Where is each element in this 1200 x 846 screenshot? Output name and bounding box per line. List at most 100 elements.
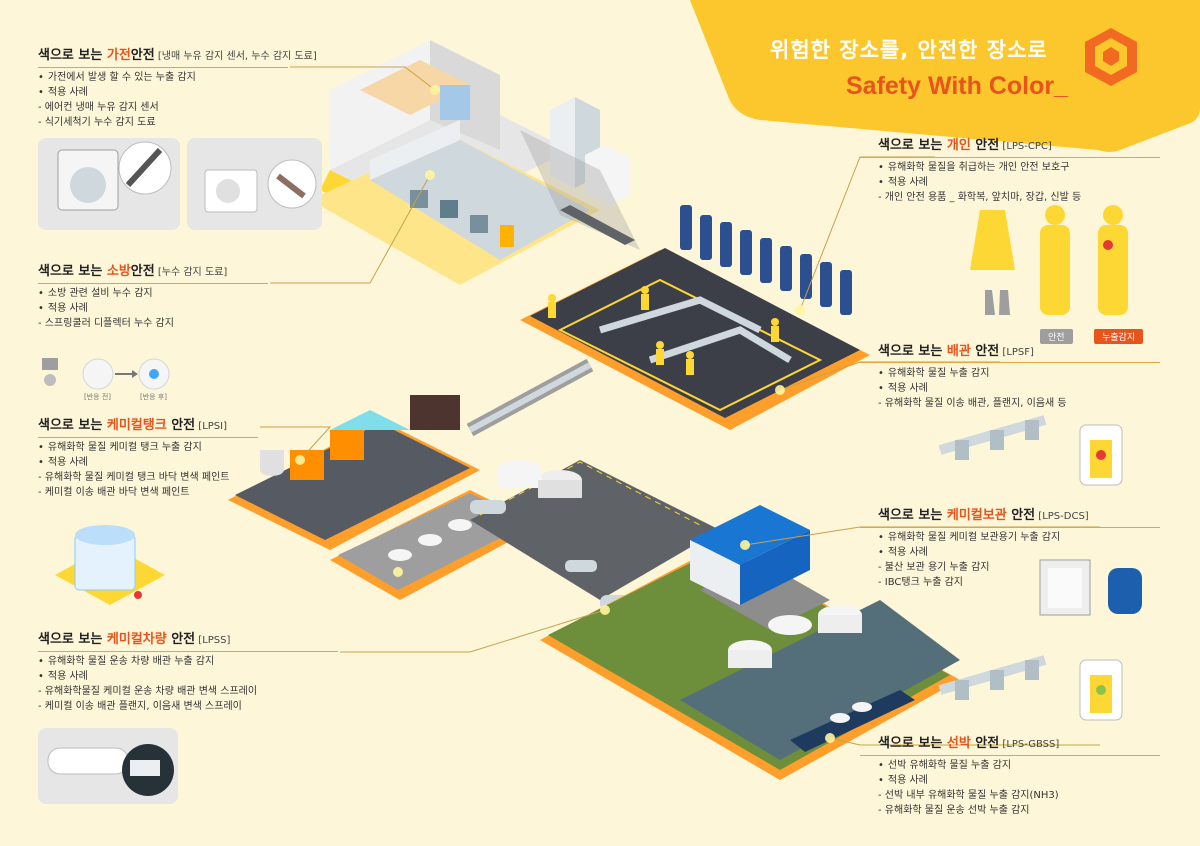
list-item: 유해화학 물질을 취급하는 개인 안전 보호구 xyxy=(878,160,1081,175)
section-title: 색으로 보는 케미컬탱크 안전 [LPSI] xyxy=(38,418,229,434)
title-highlight: 케미컬차량 xyxy=(106,632,167,647)
title-prefix: 색으로 보는 xyxy=(878,736,947,751)
list-item: 개인 안전 용품 _ 화학복, 앞치마, 장갑, 신발 등 xyxy=(878,190,1081,205)
section-underline xyxy=(38,67,288,68)
title-prefix: 색으로 보는 xyxy=(38,418,107,433)
list-item: 적용 사례 xyxy=(878,773,1059,788)
road-middle xyxy=(470,460,720,600)
list-item: 적용 사례 xyxy=(878,545,1089,560)
section-underline xyxy=(860,527,1160,528)
title-highlight: 가전 xyxy=(106,48,131,63)
section-title: 색으로 보는 배관 안전 [LPSF] xyxy=(878,344,1067,360)
section-underline xyxy=(860,755,1160,756)
title-prefix: 색으로 보는 xyxy=(38,632,107,647)
title-suffix: 안전 xyxy=(970,344,1000,359)
section-title: 색으로 보는 선박 안전 [LPS-GBSS] xyxy=(878,736,1059,752)
storage-silos xyxy=(498,460,582,498)
title-suffix: 안전 xyxy=(166,418,196,433)
list-item: 유해화학물질 케미컬 운송 차량 배관 변색 스프레이 xyxy=(38,684,257,699)
title-code: [LPS-DCS] xyxy=(1035,511,1089,522)
section-title: 색으로 보는 소방안전 [누수 감지 도료] xyxy=(38,264,227,280)
title-suffix: 안전 xyxy=(130,48,155,63)
road-1 xyxy=(560,205,635,245)
list-item: 유해화학 물질 누출 감지 xyxy=(878,366,1067,381)
list-item: 적용 사례 xyxy=(878,381,1067,396)
title-highlight: 케미컬보관 xyxy=(946,508,1007,523)
list-item: IBC탱크 누출 감지 xyxy=(878,575,1089,590)
list-item: 유해화학 물질 운송 차량 배관 누출 감지 xyxy=(38,654,257,669)
section-pipe: 색으로 보는 배관 안전 [LPSF] 유해화학 물질 누출 감지 적용 사례 … xyxy=(878,344,1067,411)
section-appliance: 색으로 보는 가전안전 [냉매 누유 감지 센서, 누수 감지 도료] 가전에서… xyxy=(38,48,317,130)
ship-sample-images xyxy=(938,655,1123,721)
title-suffix: 안전 xyxy=(130,264,155,279)
tank-farm xyxy=(228,395,480,550)
list-item: 케미컬 이송 배관 플랜지, 이음새 변색 스프레이 xyxy=(38,699,257,714)
header-subtitle: Safety With Color_ xyxy=(846,72,1069,100)
list-item: 적용 사례 xyxy=(878,175,1081,190)
title-prefix: 색으로 보는 xyxy=(878,138,947,153)
list-item: 소방 관련 설비 누수 감지 xyxy=(38,286,227,301)
section-underline xyxy=(38,437,258,438)
list-item: 적용 사례 xyxy=(38,669,257,684)
company-logo xyxy=(1085,28,1137,86)
title-prefix: 색으로 보는 xyxy=(878,508,947,523)
title-highlight: 선박 xyxy=(946,736,971,751)
header-banner-shape xyxy=(690,0,1200,152)
title-prefix: 색으로 보는 xyxy=(38,48,107,63)
list-item: 선박 내부 유해화학 물질 누출 감지(NH3) xyxy=(878,788,1059,803)
title-code: [누수 감지 도료] xyxy=(154,267,228,278)
factory-floor xyxy=(370,120,590,260)
section-title: 색으로 보는 가전안전 [냉매 누유 감지 센서, 누수 감지 도료] xyxy=(38,48,317,64)
title-code: [LPS-GBSS] xyxy=(999,739,1060,750)
section-title: 색으로 보는 개인 안전 [LPS-CPC] xyxy=(878,138,1081,154)
title-prefix: 색으로 보는 xyxy=(38,264,107,279)
title-suffix: 안전 xyxy=(166,632,196,647)
section-ship: 색으로 보는 선박 안전 [LPS-GBSS] 선박 유해화학 물질 누출 감지… xyxy=(878,736,1059,818)
title-suffix: 안전 xyxy=(1006,508,1036,523)
list-item: 스프링쿨러 디플렉터 누수 감지 xyxy=(38,316,227,331)
title-highlight: 배관 xyxy=(946,344,971,359)
section-vehicle: 색으로 보는 케미컬차량 안전 [LPSS] 유해화학 물질 운송 차량 배관 … xyxy=(38,632,257,714)
list-item: 케미컬 이송 배관 바닥 변색 페인트 xyxy=(38,485,229,500)
warehouse xyxy=(690,505,810,605)
tank-sample-image xyxy=(55,525,165,605)
list-item: 불산 보관 용기 누출 감지 xyxy=(878,560,1089,575)
section-personal: 색으로 보는 개인 안전 [LPS-CPC] 유해화학 물질을 취급하는 개인 … xyxy=(878,138,1081,205)
title-highlight: 개인 xyxy=(946,138,971,153)
list-item: 식기세척기 누수 감지 도료 xyxy=(38,115,317,130)
title-code: [LPSF] xyxy=(999,347,1034,358)
office-buildings xyxy=(520,97,640,250)
section-title: 색으로 보는 케미컬차량 안전 [LPSS] xyxy=(38,632,257,648)
list-item: 유해화학 물질 운송 선박 누출 감지 xyxy=(878,803,1059,818)
vehicle-sample-image xyxy=(38,728,178,804)
appliance-sample-images xyxy=(38,138,322,230)
section-fire: 색으로 보는 소방안전 [누수 감지 도료] 소방 관련 설비 누수 감지 적용… xyxy=(38,264,227,331)
list-item: 선박 유해화학 물질 누출 감지 xyxy=(878,758,1059,773)
after-label: [반응 후] xyxy=(140,393,168,401)
title-code: [LPSS] xyxy=(195,635,231,646)
chemical-plant-dark xyxy=(520,205,870,430)
ppe-sample-images xyxy=(970,205,1128,315)
section-tank: 색으로 보는 케미컬탱크 안전 [LPSI] 유해화학 물질 케미컬 탱크 누출… xyxy=(38,418,229,500)
title-suffix: 안전 xyxy=(970,138,1000,153)
section-title: 색으로 보는 케미컬보관 안전 [LPS-DCS] xyxy=(878,508,1089,524)
list-item: 적용 사례 xyxy=(38,455,229,470)
list-item: 유해화학 물질 케미컬 탱크 바닥 변색 페인트 xyxy=(38,470,230,485)
title-code: [LPSI] xyxy=(195,421,228,432)
pipe-sample-images xyxy=(938,415,1123,486)
title-highlight: 소방 xyxy=(106,264,131,279)
title-code: [냉매 누유 감지 센서, 누수 감지 도료] xyxy=(154,51,317,62)
leak-detected-label: 누출감지 xyxy=(1094,329,1144,344)
header-title: 위험한 장소를, 안전한 장소로 xyxy=(770,38,1048,62)
title-suffix: 안전 xyxy=(970,736,1000,751)
section-underline xyxy=(860,157,1160,158)
section-storage: 색으로 보는 케미컬보관 안전 [LPS-DCS] 유해화학 물질 케미컬 보관… xyxy=(878,508,1089,590)
highlight-dots xyxy=(295,85,835,743)
section-underline xyxy=(38,651,338,652)
title-prefix: 색으로 보는 xyxy=(878,344,947,359)
title-code: [LPS-CPC] xyxy=(999,141,1052,152)
list-item: 유해화학 물질 케미컬 탱크 누출 감지 xyxy=(38,440,229,455)
before-label: [반응 전] xyxy=(84,393,112,401)
